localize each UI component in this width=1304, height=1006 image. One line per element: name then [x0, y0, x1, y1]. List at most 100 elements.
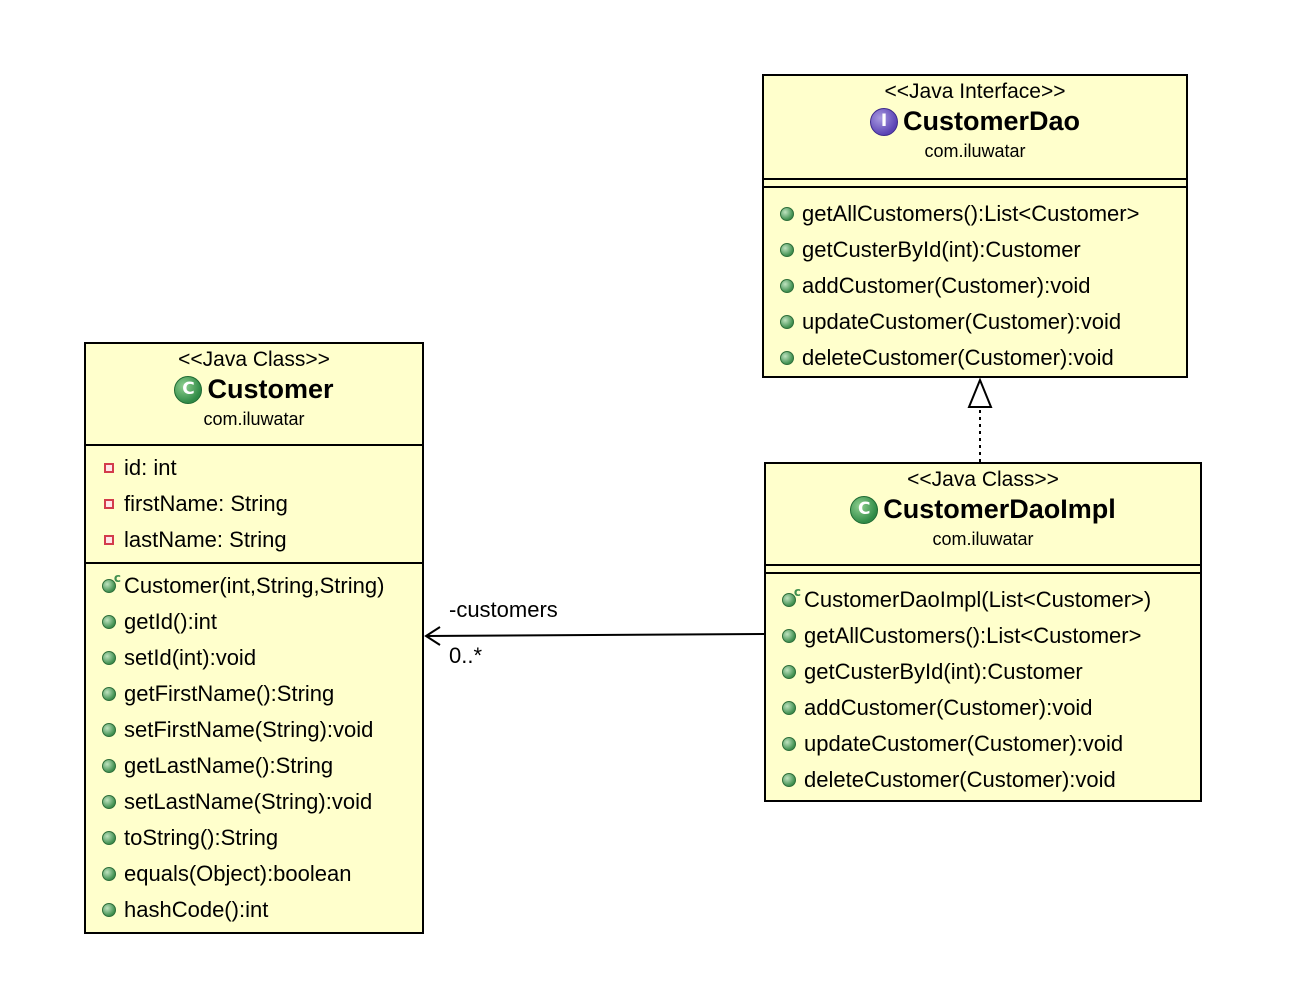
class-box-customer-dao[interactable]: <<Java Interface>> I CustomerDao com.ilu…: [762, 74, 1188, 378]
private-field-icon: [100, 495, 118, 513]
attribute-label: firstName: String: [124, 491, 288, 516]
association-line[interactable]: [425, 633, 765, 637]
public-method-icon: [778, 349, 796, 367]
method-row[interactable]: getAllCustomers():List<Customer>: [766, 618, 1200, 654]
method-row[interactable]: getCusterById(int):Customer: [766, 654, 1200, 690]
method-row[interactable]: setLastName(String):void: [86, 784, 422, 820]
method-label: setId(int):void: [124, 645, 257, 670]
method-label: addCustomer(Customer):void: [802, 273, 1091, 298]
method-label: getAllCustomers():List<Customer>: [804, 623, 1142, 648]
method-label: deleteCustomer(Customer):void: [802, 345, 1114, 370]
association-arrowhead: [424, 626, 441, 646]
association-role-label: -customers: [449, 597, 558, 622]
method-label: getCusterById(int):Customer: [804, 659, 1083, 684]
method-label: setLastName(String):void: [124, 789, 373, 814]
package-label: com.iluwatar: [932, 529, 1034, 549]
class-header: <<Java Class>> C CustomerDaoImpl com.ilu…: [766, 464, 1200, 566]
public-method-icon: [100, 829, 118, 847]
public-method-icon: [100, 865, 118, 883]
public-method-icon: [100, 685, 118, 703]
interface-icon: I: [869, 107, 898, 136]
stereotype-label: <<Java Class>>: [907, 468, 1059, 491]
method-label: getLastName():String: [124, 753, 334, 778]
public-method-icon: [778, 205, 796, 223]
class-title: C Customer: [86, 372, 422, 407]
class-title: I CustomerDao: [764, 104, 1186, 139]
public-method-icon: [780, 771, 798, 789]
method-row[interactable]: getCusterById(int):Customer: [764, 232, 1186, 268]
package-label: com.iluwatar: [924, 141, 1026, 161]
public-method-icon: [100, 757, 118, 775]
method-row[interactable]: deleteCustomer(Customer):void: [764, 340, 1186, 376]
method-label: equals(Object):boolean: [124, 861, 352, 886]
public-method-icon: [778, 241, 796, 259]
public-method-icon: [778, 313, 796, 331]
public-method-icon: [100, 721, 118, 739]
attribute-row[interactable]: lastName: String: [86, 522, 422, 558]
method-label: hashCode():int: [124, 897, 269, 922]
stereotype-label: <<Java Interface>>: [884, 80, 1066, 103]
class-name: CustomerDaoImpl: [883, 494, 1116, 524]
public-method-icon: [780, 663, 798, 681]
class-name: CustomerDao: [902, 106, 1081, 136]
constructor-icon: c: [100, 571, 121, 595]
public-method-icon: [780, 735, 798, 753]
attributes-section: id: int firstName: String lastName: String: [86, 446, 422, 564]
attribute-label: id: int: [124, 455, 177, 480]
class-icon: C: [174, 375, 203, 404]
method-row[interactable]: addCustomer(Customer):void: [764, 268, 1186, 304]
private-field-icon: [100, 531, 118, 549]
method-label: getCusterById(int):Customer: [802, 237, 1081, 262]
stereotype-label: <<Java Class>>: [178, 348, 330, 371]
method-row[interactable]: hashCode():int: [86, 892, 422, 928]
association-multiplicity-label: 0..*: [449, 643, 483, 668]
method-label: updateCustomer(Customer):void: [804, 731, 1124, 756]
method-row[interactable]: getLastName():String: [86, 748, 422, 784]
public-method-icon: [780, 627, 798, 645]
realization-arrowhead: [967, 377, 993, 408]
methods-section: getAllCustomers():List<Customer> getCuste…: [764, 186, 1186, 376]
method-row[interactable]: equals(Object):boolean: [86, 856, 422, 892]
method-row[interactable]: updateCustomer(Customer):void: [764, 304, 1186, 340]
class-box-customer-dao-impl[interactable]: <<Java Class>> C CustomerDaoImpl com.ilu…: [764, 462, 1202, 802]
method-label: getId():int: [124, 609, 217, 634]
method-label: deleteCustomer(Customer):void: [804, 767, 1116, 792]
method-row[interactable]: addCustomer(Customer):void: [766, 690, 1200, 726]
public-method-icon: [100, 613, 118, 631]
method-label: updateCustomer(Customer):void: [802, 309, 1122, 334]
private-field-icon: [100, 459, 118, 477]
method-row[interactable]: getId():int: [86, 604, 422, 640]
package-label: com.iluwatar: [203, 409, 305, 429]
attribute-row[interactable]: firstName: String: [86, 486, 422, 522]
method-row[interactable]: setId(int):void: [86, 640, 422, 676]
attribute-label: lastName: String: [124, 527, 287, 552]
class-header: <<Java Class>> C Customer com.iluwatar: [86, 344, 422, 446]
method-label: getFirstName():String: [124, 681, 335, 706]
public-method-icon: [780, 699, 798, 717]
constructor-icon: c: [780, 585, 801, 609]
public-method-icon: [778, 277, 796, 295]
public-method-icon: [100, 901, 118, 919]
method-label: toString():String: [124, 825, 279, 850]
class-title: C CustomerDaoImpl: [766, 492, 1200, 527]
class-header: <<Java Interface>> I CustomerDao com.ilu…: [764, 76, 1186, 180]
method-label: CustomerDaoImpl(List<Customer>): [804, 587, 1152, 612]
attribute-row[interactable]: id: int: [86, 450, 422, 486]
method-row[interactable]: getFirstName():String: [86, 676, 422, 712]
method-row[interactable]: deleteCustomer(Customer):void: [766, 762, 1200, 798]
method-label: Customer(int,String,String): [124, 573, 385, 598]
class-box-customer[interactable]: <<Java Class>> C Customer com.iluwatar i…: [84, 342, 424, 934]
method-row[interactable]: setFirstName(String):void: [86, 712, 422, 748]
method-label: getAllCustomers():List<Customer>: [802, 201, 1140, 226]
method-row[interactable]: toString():String: [86, 820, 422, 856]
public-method-icon: [100, 649, 118, 667]
method-row[interactable]: getAllCustomers():List<Customer>: [764, 196, 1186, 232]
class-name: Customer: [207, 374, 334, 404]
method-row[interactable]: updateCustomer(Customer):void: [766, 726, 1200, 762]
method-label: setFirstName(String):void: [124, 717, 374, 742]
